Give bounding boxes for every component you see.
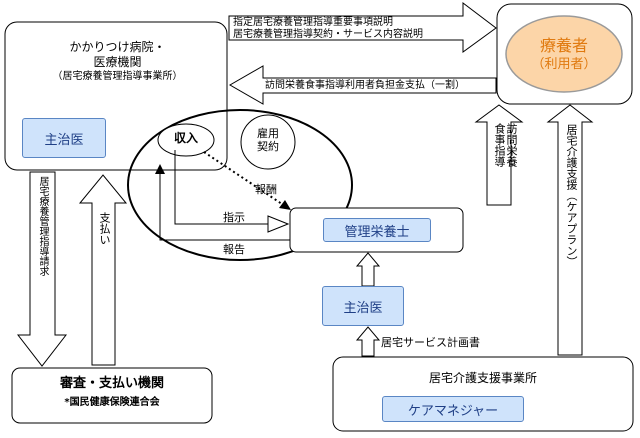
- care-plan-doc-arrow: [355, 326, 381, 357]
- instruction-label: 指示: [223, 211, 245, 224]
- instruction-arrowhead: [267, 215, 290, 233]
- patient-label-2: （利用者）: [531, 57, 597, 72]
- report-label: 報告: [223, 243, 245, 256]
- copay-arrow: [228, 65, 497, 105]
- care-plan-doc-label: 居宅サービス計画書: [381, 336, 480, 349]
- review-org-box: [11, 367, 213, 424]
- visit-guidance-label: 訪問栄養 食事指導: [493, 123, 518, 167]
- patient-label-1: 療養者: [539, 36, 588, 55]
- review-org-sub: *国民健康保険連合会: [64, 397, 160, 408]
- employment-contract-label: 雇用 契約: [257, 127, 279, 153]
- income-label: 収入: [173, 131, 198, 145]
- attending-doctor-top: 主治医: [22, 118, 106, 158]
- care-support-label: 居宅介護支援（ケアプラン）: [565, 124, 578, 267]
- review-org-label: 審査・支払い機関: [59, 376, 164, 391]
- care-office-label: 居宅介護支援事業所: [428, 371, 537, 385]
- dietitian-label: 管理栄養士: [323, 218, 431, 242]
- explain-arrow: [228, 1, 497, 53]
- doctor-to-dietitian-arrow: [355, 252, 381, 287]
- clinic-label-2: 医療機関: [93, 55, 142, 69]
- payment-label: 支払い: [98, 212, 111, 245]
- billing-arrow: [16, 171, 68, 367]
- remuneration-line: [203, 151, 286, 207]
- remuneration-label: 報酬: [255, 183, 277, 196]
- instruction-line: [174, 150, 268, 225]
- billing-label: 居宅療養管理指導請求: [37, 176, 48, 276]
- contract-circle: [240, 114, 296, 170]
- explain-text-1: 指定居宅療養管理指導重要事項説明: [233, 17, 393, 28]
- attending-doctor-mid: 主治医: [322, 286, 404, 326]
- clinic-label-3: （居宅療養管理指導事業所）: [52, 71, 183, 82]
- visit-guidance-arrow: [474, 104, 524, 206]
- payment-arrow: [78, 174, 128, 366]
- care-support-arrow: [546, 104, 594, 356]
- patient-oval: [505, 15, 623, 93]
- copay-text: 訪問栄養食事指導利用者負担金支払（一割）: [265, 80, 465, 91]
- explain-text-2: 居宅療養管理指導契約・サービス内容説明: [233, 29, 423, 40]
- care-manager-label: ケアマネジャー: [382, 396, 524, 422]
- remuneration-arrowhead: [279, 200, 291, 210]
- contract-ellipse: [127, 109, 353, 261]
- income-oval: [157, 123, 215, 157]
- clinic-label-1: かかりつけ病院・: [69, 40, 166, 54]
- report-arrowhead: [155, 164, 165, 174]
- report-line: [159, 172, 290, 241]
